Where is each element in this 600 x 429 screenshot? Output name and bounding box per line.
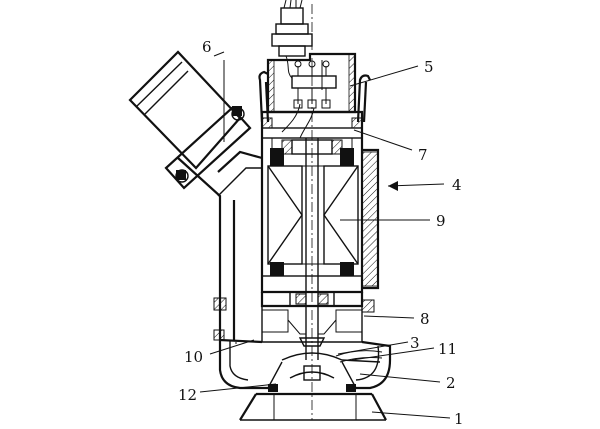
- callout-11: 11: [438, 340, 457, 358]
- leader-lines: [199, 51, 451, 419]
- callout-7: 7: [418, 146, 428, 164]
- callout-8: 8: [420, 310, 430, 328]
- callout-2: 2: [446, 374, 456, 392]
- callout-3: 3: [410, 334, 420, 352]
- callout-5: 5: [424, 58, 434, 76]
- lifting-handles: [258, 70, 371, 123]
- callout-10: 10: [184, 348, 203, 366]
- base-stand: [239, 392, 387, 421]
- pump-casing: [218, 338, 392, 390]
- upper-bearing: [270, 139, 354, 166]
- junction-box: [266, 52, 357, 139]
- callout-1: 1: [454, 410, 464, 428]
- callout-labels: 6 5 7 4 9 8 3 11 2 10 12 1: [178, 38, 464, 428]
- callout-6: 6: [202, 38, 212, 56]
- pump-shaft: [305, 4, 319, 420]
- lower-bearing-housing: [213, 275, 375, 313]
- cooling-jacket: [361, 148, 380, 290]
- impeller: [267, 350, 383, 392]
- terminal-block: [281, 55, 337, 139]
- callout-4: 4: [452, 176, 462, 194]
- cable-gland: [271, 0, 313, 57]
- stator-winding: [267, 165, 359, 276]
- callout-12: 12: [178, 386, 197, 404]
- discharge-outlet: [128, 50, 263, 340]
- callout-9: 9: [436, 212, 446, 230]
